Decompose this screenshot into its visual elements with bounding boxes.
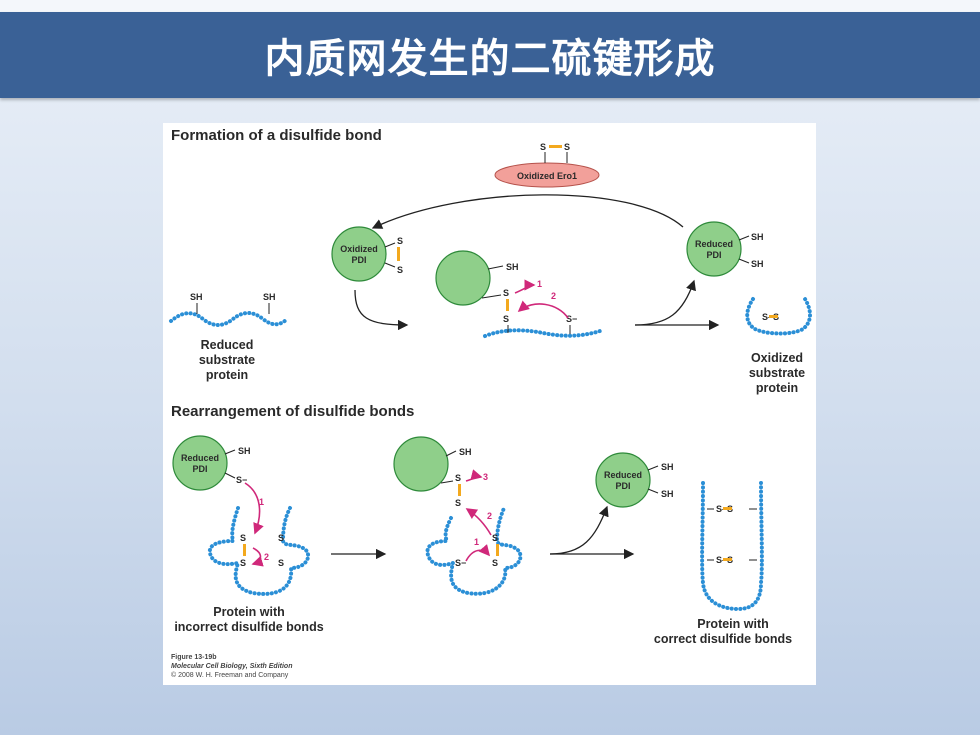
inc-s4: S — [278, 558, 284, 568]
inter-step-1: 1 — [537, 279, 542, 289]
inc-s3: S — [278, 533, 284, 543]
reduced-substrate-label-1: Reduced — [201, 338, 254, 352]
oxidized-pdi-bond — [397, 247, 400, 261]
redpdi2-label-2: PDI — [192, 464, 207, 474]
section2-title: Rearrangement of disulfide bonds — [171, 403, 414, 420]
credit-figure-no: Figure 13-19b — [171, 654, 217, 661]
incorrect-step-1: 1 — [259, 497, 264, 507]
oxsub-bond — [769, 315, 778, 318]
slide-title-bar: 内质网发生的二硫键形成 — [0, 12, 980, 98]
inter2-step-1: 1 — [474, 537, 479, 547]
reduced-pdi-left: Reduced PDI SH S− 1 — [172, 435, 264, 535]
redpdi3-label-2: PDI — [615, 481, 630, 491]
intermediate-complex: SH S S S− 1 2 — [435, 250, 605, 338]
redpdi2-label-1: Reduced — [181, 453, 219, 463]
release-arrow — [634, 279, 696, 326]
incorrect-step-2: 2 — [264, 552, 269, 562]
inter-s-minus: S− — [566, 314, 577, 324]
intermediate-rearrange: SH S S 3 S S S− 1 2 — [393, 436, 523, 596]
inc-s1: S — [240, 533, 246, 543]
inter-sh: SH — [506, 262, 519, 272]
inter-step-2: 2 — [551, 291, 556, 301]
figure-credit: Figure 13-19b Molecular Cell Biology, Si… — [171, 654, 292, 679]
credit-book: Molecular Cell Biology, Sixth Edition — [171, 663, 292, 670]
inter2-sminus: S− — [455, 558, 466, 568]
inter2-s1: S — [455, 473, 461, 483]
substrate-sh2: SH — [263, 292, 276, 302]
ero1-shape — [494, 162, 600, 188]
inter-s-bottom: S — [503, 314, 509, 324]
disulfide-figure: Formation of a disulfide bond Oxidized E… — [163, 123, 816, 685]
inter2-step-3: 3 — [483, 472, 488, 482]
redpdi3-sh2: SH — [661, 489, 674, 499]
reduced-pdi-top: Reduced PDI SH SH — [686, 221, 764, 277]
redpdi3-sh1: SH — [661, 462, 674, 472]
oxidized-substrate-label-3: protein — [756, 381, 798, 395]
inter2-s4: S — [492, 558, 498, 568]
correct-label-2: correct disulfide bonds — [654, 632, 792, 646]
oxidized-pdi-label-2: PDI — [351, 255, 366, 265]
ero1-s1: S — [540, 142, 546, 152]
inter2-step-2: 2 — [487, 511, 492, 521]
correct-bond1 — [723, 507, 732, 510]
inter2-sh: SH — [459, 447, 472, 457]
incorrect-label-2: incorrect disulfide bonds — [174, 620, 323, 634]
oxidized-substrate: S–S Oxidized substrate protein — [745, 297, 812, 395]
ero1-s2: S — [564, 142, 570, 152]
redpdi2-sminus: S− — [236, 475, 247, 485]
oxidized-substrate-label-1: Oxidized — [751, 351, 803, 365]
oxidized-substrate-label-2: substrate — [749, 366, 805, 380]
oxidized-pdi: Oxidized PDI S S — [331, 226, 403, 282]
incorrect-label-1: Protein with — [213, 605, 285, 619]
ero1-label: Oxidized Ero1 — [517, 171, 577, 181]
inter2-bond — [458, 484, 461, 496]
reduced-substrate: SH SH Reduced substrate protein — [169, 292, 289, 382]
correct-bond2 — [723, 558, 732, 561]
redpdi3-label-1: Reduced — [604, 470, 642, 480]
inter2-s2: S — [455, 498, 461, 508]
ero1-bond — [549, 145, 562, 148]
reduced-substrate-label-3: protein — [206, 368, 248, 382]
oxpdi-s2: S — [397, 265, 403, 275]
correct-label-1: Protein with — [697, 617, 769, 631]
redpdi-label-2: PDI — [706, 250, 721, 260]
inc-bond — [243, 544, 246, 556]
incorrect-protein: S S S S 2 Protein with incorrect disulfi… — [174, 506, 324, 634]
redpdi-label-1: Reduced — [695, 239, 733, 249]
slide-title: 内质网发生的二硫键形成 — [264, 36, 716, 82]
oxidized-pdi-label-1: Oxidized — [340, 244, 378, 254]
substrate-sh1: SH — [190, 292, 203, 302]
ero1-cycle-arrow — [371, 194, 684, 229]
ero1-group: Oxidized Ero1 S S — [494, 142, 600, 188]
inc-s2: S — [240, 558, 246, 568]
slide-top-strip — [0, 0, 980, 12]
redpdi-sh1: SH — [751, 232, 764, 242]
correct-protein: S–S S–S Protein with correct disulfide b… — [654, 481, 792, 646]
inter2-s3: S — [492, 533, 498, 543]
oxpdi-s1: S — [397, 236, 403, 246]
section1-title: Formation of a disulfide bond — [171, 127, 382, 144]
redpdi2-sh: SH — [238, 446, 251, 456]
step-arrow-1 — [354, 289, 409, 331]
reduced-pdi-right: Reduced PDI SH SH — [595, 452, 674, 508]
credit-copyright: © 2008 W. H. Freeman and Company — [171, 671, 289, 679]
inter2-bond2 — [496, 544, 499, 556]
reduced-substrate-label-2: substrate — [199, 353, 255, 367]
inter-bond — [506, 299, 509, 311]
redpdi-sh2: SH — [751, 259, 764, 269]
inter-s-top: S — [503, 288, 509, 298]
release-arrow-2 — [549, 505, 609, 555]
